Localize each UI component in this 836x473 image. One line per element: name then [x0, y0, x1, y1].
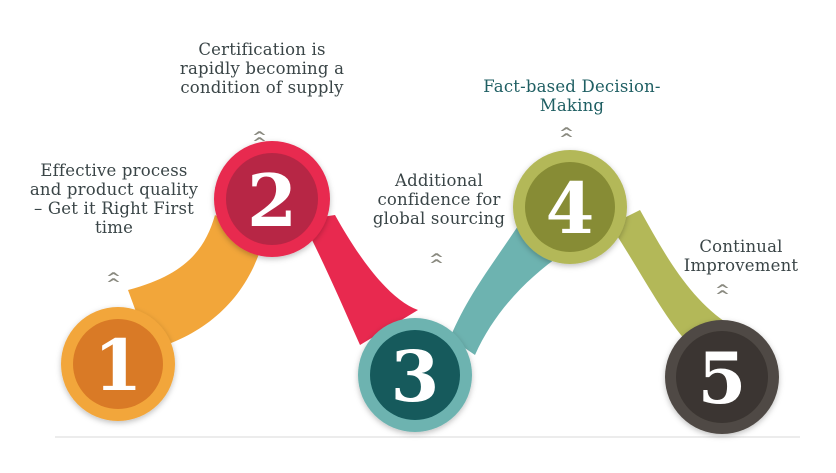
step-2-chevron-up-icon: ^^ — [251, 130, 268, 151]
connector-4-5 — [610, 210, 730, 345]
step-2-number: 2 — [247, 158, 297, 243]
step-2-node: 2 — [214, 141, 330, 257]
step-5-number: 5 — [698, 337, 747, 420]
step-3-inner-circle — [370, 330, 460, 420]
step-4-inner-circle — [525, 162, 615, 252]
connector-1-2 — [128, 215, 262, 350]
step-1-inner-circle — [73, 319, 163, 409]
step-1-node: 1 — [61, 307, 175, 421]
step-1-caption: Effective process and product quality – … — [29, 161, 199, 237]
step-5-chevron-up-icon: ^^ — [714, 283, 731, 304]
step-4-number: 4 — [546, 167, 595, 250]
step-4-caption: Fact-based Decision-Making — [483, 77, 661, 115]
step-4-chevron-up-icon: ^^ — [558, 126, 575, 147]
step-2-inner-circle — [226, 153, 318, 245]
step-5-caption: Continual Improvement — [683, 237, 799, 275]
connector-2-3 — [302, 215, 418, 345]
step-1-number: 1 — [94, 324, 143, 407]
step-4-node: 4 — [513, 150, 627, 264]
step-3-chevron-up-icon: ^^ — [428, 252, 445, 273]
step-3-node: 3 — [358, 318, 472, 432]
step-1-chevron-up-icon: ^^ — [105, 271, 122, 292]
step-3-number: 3 — [391, 335, 440, 418]
step-2-caption: Certification is rapidly becoming a cond… — [179, 40, 345, 97]
step-5-node: 5 — [665, 320, 779, 434]
step-5-inner-circle — [676, 331, 768, 423]
step-3-caption: Additional confidence for global sourcin… — [372, 171, 506, 228]
